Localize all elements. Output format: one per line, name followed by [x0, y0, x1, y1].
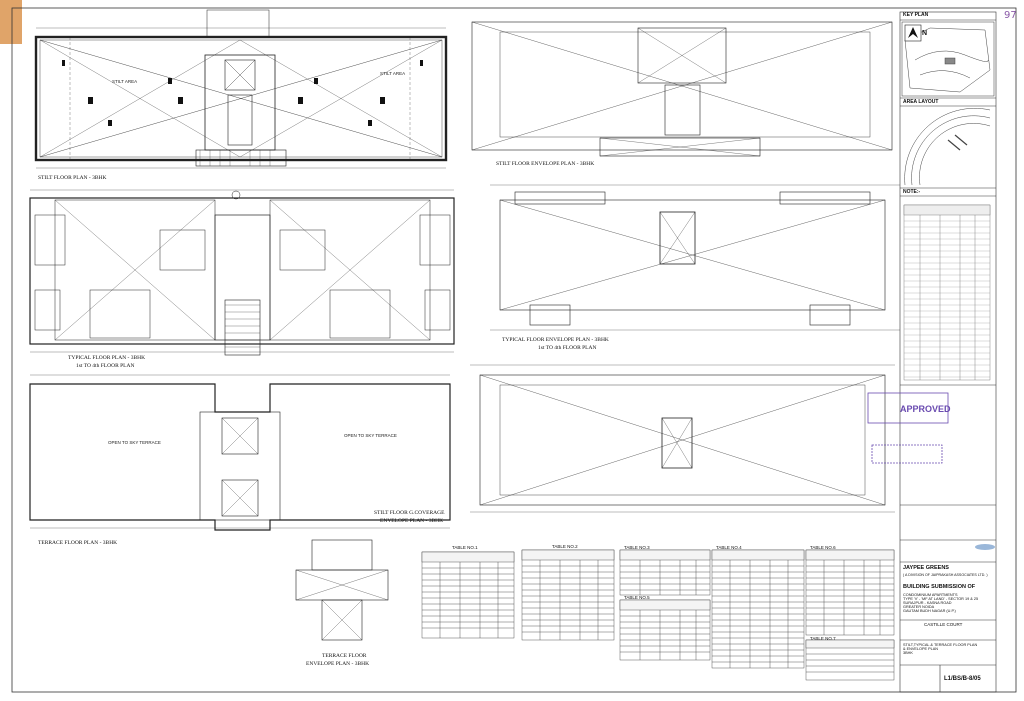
stilt-envelope-title: STILT FLOOR ENVELOPE PLAN - 3BHK	[496, 161, 595, 167]
typical-floor-plan	[29, 189, 455, 356]
project-line: GREATER NOIDA	[903, 604, 935, 609]
jaypee-logo-icon	[975, 544, 995, 550]
sheet-desc-line: & ENVELOPE PLAN	[903, 646, 939, 651]
court-name: CASTILLE COURT	[924, 622, 963, 627]
key-plan-label: KEY PLAN	[903, 12, 929, 18]
stilt-plan-title: STILT FLOOR PLAN - 3BHK	[38, 175, 107, 181]
coverage-envelope-title-1: STILT FLOOR G.COVERAGE	[374, 510, 445, 516]
typical-plan-title-1: TYPICAL FLOOR PLAN - 3BHK	[68, 355, 146, 361]
title-block-frame	[899, 11, 997, 693]
typical-envelope-title-2: 1st TO 4th FLOOR PLAN	[538, 345, 597, 351]
project-line: TYPE 'V' - 'MF AT LAND' - SECTOR 19 & 25	[903, 596, 979, 601]
client-name: JAYPEE GREENS	[903, 565, 949, 571]
sheet-desc-line: STILT,TYPICAL & TERRACE FLOOR PLAN	[903, 643, 978, 647]
drawing-number: L1/BS/B-8/05	[944, 676, 981, 682]
stilt-columns	[62, 60, 423, 126]
terrace-open-right-label: OPEN TO SKY TERRACE	[344, 433, 397, 438]
typical-floor-envelope	[490, 184, 900, 331]
schedule-table	[903, 204, 991, 381]
table-7-title: TABLE NO.7	[810, 636, 836, 641]
sheet-desc-line: 3BHK	[903, 650, 913, 655]
stilt-area-right-label: STILT AREA	[380, 71, 406, 76]
terrace-plan-title: TERRACE FLOOR PLAN - 3BHK	[38, 540, 118, 546]
stilt-area-left-label: STILT AREA	[112, 79, 138, 84]
area-layout-label: AREA LAYOUT	[903, 99, 939, 105]
area-tables	[421, 549, 895, 681]
north-label: N	[922, 30, 928, 37]
tape-mark	[0, 0, 22, 44]
project-heading: BUILDING SUBMISSION OF	[903, 584, 976, 590]
area-layout-sketch	[904, 108, 991, 186]
typical-plan-title-2: 1st TO 4th FLOOR PLAN	[76, 363, 135, 369]
client-sub: ( A DIVISION OF JAIPRAKASH ASSOCIATES LT…	[903, 573, 988, 577]
schedule-rows	[904, 220, 990, 378]
project-line: CONDOMINIUM APARTMENTS	[903, 593, 958, 597]
stilt-floor-envelope	[471, 21, 893, 157]
terrace-envelope	[295, 539, 389, 641]
coverage-envelope-title-2: ENVELOPE PLAN - 3BHK	[380, 518, 444, 524]
table-2-title: TABLE NO.2	[552, 544, 578, 549]
terrace-envelope-title-2: ENVELOPE PLAN - 3BHK	[306, 661, 370, 667]
terrace-envelope-title-1: TERRACE FLOOR	[322, 653, 367, 659]
project-line: GAUTAM BUDH NAGAR (U.P.)	[903, 608, 956, 613]
north-arrow-icon	[904, 24, 922, 42]
project-line: SURAJPUR - KASNA ROAD	[903, 600, 952, 605]
page-number: 97	[1004, 10, 1017, 21]
table-4-title: TABLE NO.4	[716, 545, 742, 550]
stilt-floor-plan	[34, 9, 448, 169]
table-6-title: TABLE NO.6	[810, 545, 836, 550]
approved-stamp-text: APPROVED	[900, 404, 951, 414]
sheet-description: STILT,TYPICAL & TERRACE FLOOR PLAN& ENVE…	[903, 643, 977, 655]
terrace-open-left-label: OPEN TO SKY TERRACE	[108, 440, 161, 445]
approval-stamp	[867, 392, 949, 464]
coverage-envelope	[470, 364, 895, 513]
typical-envelope-title-1: TYPICAL FLOOR ENVELOPE PLAN - 3BHK	[502, 337, 609, 343]
terrace-floor-plan	[29, 374, 451, 531]
notes-label: NOTE:-	[903, 189, 921, 195]
table-5-title: TABLE NO.5	[624, 595, 650, 600]
key-plan-sketch	[904, 27, 991, 93]
table-1-title: TABLE NO.1	[452, 545, 478, 550]
table-3-title: TABLE NO.3	[624, 545, 650, 550]
